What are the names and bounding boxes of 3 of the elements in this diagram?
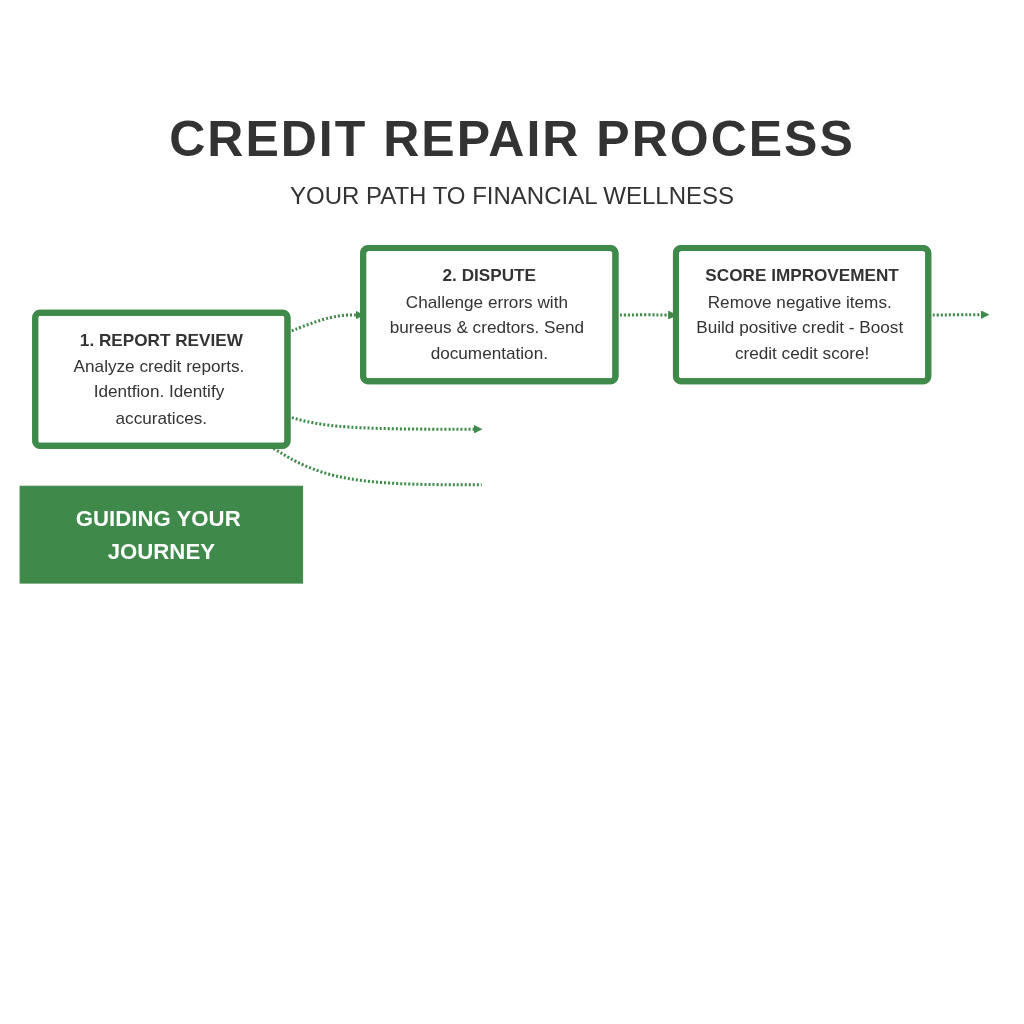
title: CREDIT REPAIR PROCESS [168,110,856,168]
node-box: GUIDING YOUR JOURNEY [19,485,304,584]
subtitle: YOUR PATH TO FINANCIAL WELLNESS [289,182,735,210]
